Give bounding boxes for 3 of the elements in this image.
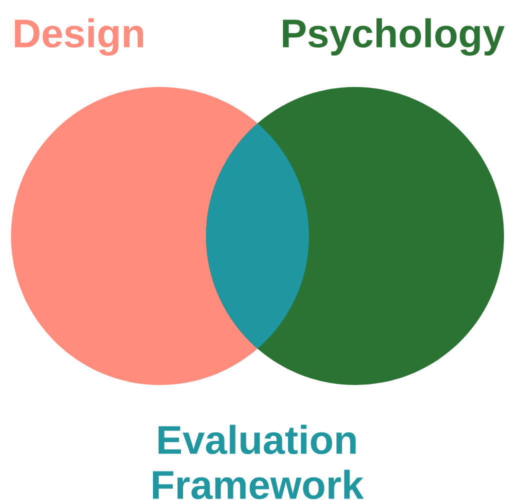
circle-heading: Design	[14, 18, 144, 56]
overlap-label: Evaluation Framework	[152, 424, 364, 500]
circle-heading: Psychology	[282, 18, 505, 56]
